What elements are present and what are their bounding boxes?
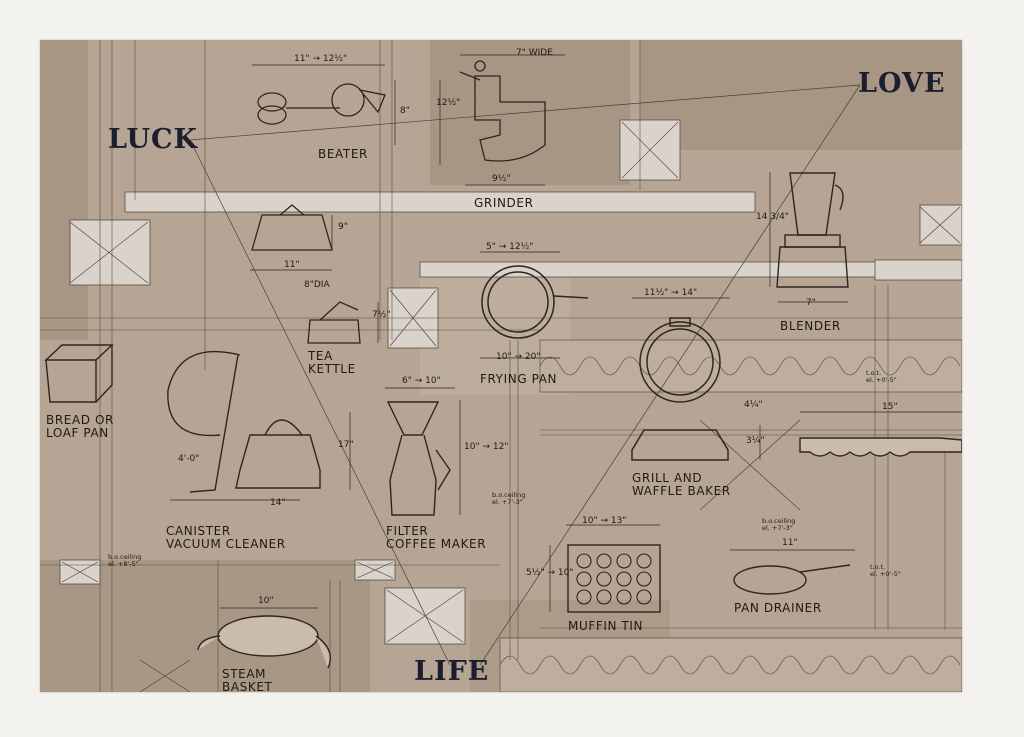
label-muffin-tin: MUFFIN TIN [568, 619, 644, 633]
note-tot-1: t.o.t. el. +0'-5" [866, 369, 897, 384]
dim-pot-width: 11" [284, 260, 300, 270]
dim-muffin-height: 5½" → 10" [526, 568, 574, 578]
blueprint-drawing [40, 40, 962, 692]
label-tea-kettle: TEA KETTLE [308, 349, 356, 376]
dim-grinder-base: 9½" [492, 174, 511, 184]
bread-pan-drawing [44, 344, 114, 403]
note-ceiling-2: b.o.ceiling el. +7'-3" [762, 517, 796, 532]
dim-filter-top: 6" → 10" [402, 376, 441, 386]
dim-basket-width: 10" [258, 596, 274, 606]
dim-grinder-height: 12½" [436, 98, 461, 108]
dim-filter-height: 10" → 12" [464, 442, 509, 452]
pan-drainer-drawing [733, 564, 851, 595]
pot-drawing [251, 204, 333, 251]
label-steam-basket: STEAM BASKET [222, 667, 273, 693]
dim-blender-height: 14 3/4" [756, 212, 789, 222]
label-pan-drainer: PAN DRAINER [734, 601, 822, 615]
blender-drawing [776, 172, 849, 288]
postcard: LUCK LOVE LIFE BEATER GRINDER TEA KETTLE… [40, 40, 962, 692]
note-ceiling-1: b.o.ceiling el. +7'-3" [492, 491, 526, 506]
note-ceiling-3: b.o.ceiling el. +8'-5" [108, 553, 142, 568]
steam-basket-drawing [197, 615, 331, 669]
word-love: LOVE [858, 68, 946, 99]
construction-lines [189, 84, 861, 666]
waffle-iron-drawing [631, 317, 729, 461]
label-beater: BEATER [318, 147, 368, 161]
dim-beater-width: 11" → 12½" [294, 54, 348, 64]
dim-grill-top: 11½" → 14" [644, 288, 698, 298]
dim-beater-height: 8" [400, 106, 410, 116]
dim-kettle-height: 7½" [372, 310, 391, 320]
braces [61, 121, 961, 692]
dim-grill-h2: 3¼" [746, 436, 765, 446]
beater-drawing [257, 83, 386, 125]
grinder-drawing [459, 60, 546, 162]
label-blender: BLENDER [780, 319, 841, 333]
note-tot-2: t.o.t. el. +0'-5" [870, 563, 901, 578]
label-bread-pan: BREAD OR LOAF PAN [46, 413, 114, 440]
dim-blender-width: 7" [806, 298, 816, 308]
dim-frying-top: 5" → 12½" [486, 242, 534, 252]
muffin-tin-drawing [567, 544, 661, 613]
dim-vacuum-width: 14" [270, 498, 286, 508]
label-frying-pan: FRYING PAN [480, 372, 558, 386]
kettle-drawing [307, 301, 361, 344]
dim-grinder-width: 7" WIDE [516, 48, 553, 58]
label-grill: GRILL AND WAFFLE BAKER [632, 471, 731, 498]
vacuum-drawing [167, 350, 321, 493]
dim-drainer-top: 15" [882, 402, 898, 412]
dim-pot-diameter: 8"DIA [304, 280, 330, 290]
insulation [499, 339, 962, 692]
pan-drainer-top-drawing [799, 437, 962, 457]
coffee-maker-drawing [386, 401, 451, 516]
dimension-lines [170, 54, 962, 612]
dim-grill-h1: 4¼" [744, 400, 763, 410]
dim-frying-bottom: 10" → 20" [496, 352, 541, 362]
label-coffee-maker: FILTER COFFEE MAKER [386, 524, 487, 551]
word-luck: LUCK [108, 124, 199, 155]
label-grinder: GRINDER [474, 196, 534, 210]
dim-muffin-top: 10" → 13" [582, 516, 627, 526]
frying-pan-drawing [481, 265, 589, 339]
word-life: LIFE [414, 656, 490, 687]
label-vacuum: CANISTER VACUUM CLEANER [166, 524, 286, 551]
dim-pot-height: 9" [338, 222, 348, 232]
dim-vacuum-height2: 4'-0" [178, 454, 200, 464]
dim-drainer-width: 11" [782, 538, 798, 548]
dim-vacuum-height: 17" [338, 440, 354, 450]
